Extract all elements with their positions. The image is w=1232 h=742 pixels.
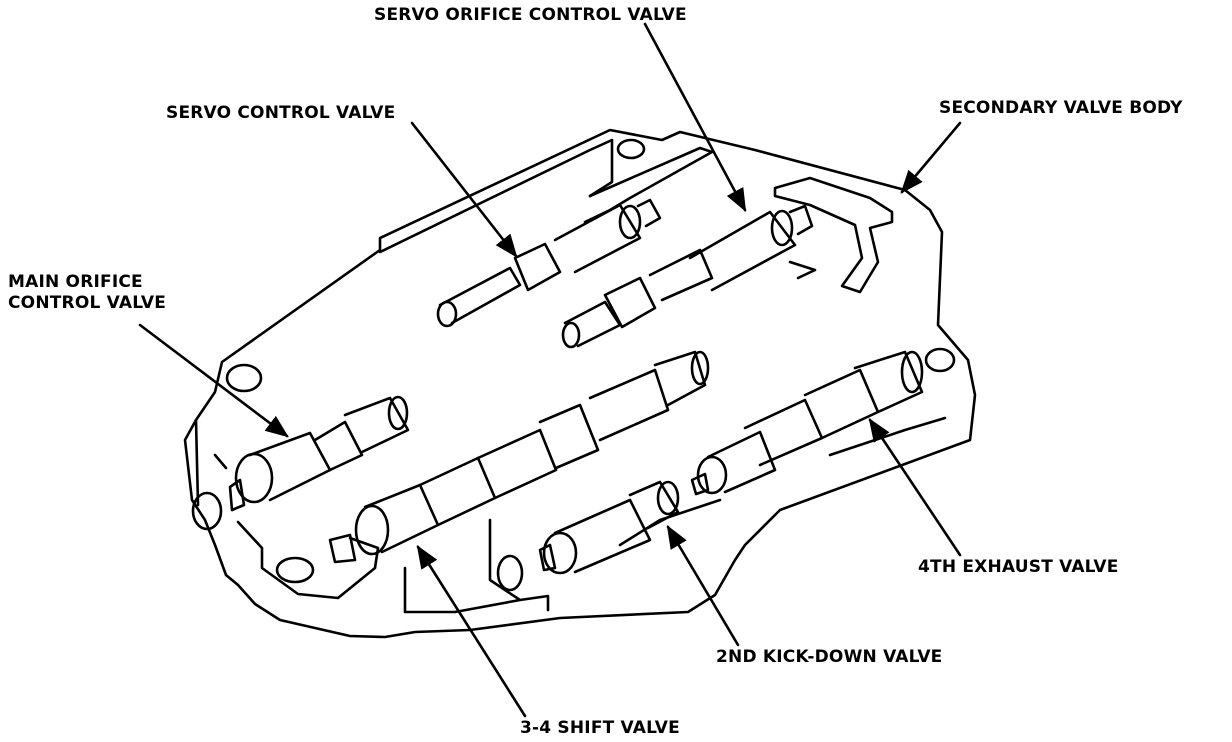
leader-line-servo-orifice: [643, 22, 747, 213]
leader-line-secondary-body: [900, 121, 962, 194]
leader-line-second-kick-down: [666, 524, 740, 647]
casting-channel: [828, 416, 947, 457]
three-four-shift-valve-spool: [328, 350, 710, 564]
bolt-hole: [275, 556, 315, 584]
valve-body-top-ridge: [378, 138, 614, 254]
main-orifice-control-valve-spool: [228, 395, 410, 512]
label-main-orifice-line1: MAIN ORIFICE: [8, 272, 143, 292]
bolt-hole: [225, 363, 263, 393]
valve-body-outline: [183, 128, 977, 639]
label-fourth-exhaust-valve: 4TH EXHAUST VALVE: [918, 557, 1119, 577]
label-main-orifice-control-valve: MAIN ORIFICE CONTROL VALVE: [8, 272, 166, 314]
casting-channel: [773, 176, 894, 294]
servo-control-valve-spool: [436, 198, 662, 328]
bolt-hole: [496, 554, 524, 592]
casting-channel: [194, 418, 228, 507]
label-three-four-shift-valve: 3-4 SHIFT VALVE: [520, 718, 680, 738]
bolt-hole: [616, 138, 646, 160]
fourth-exhaust-valve-spool: [690, 350, 924, 496]
label-servo-control-valve: SERVO CONTROL VALVE: [166, 103, 396, 123]
bolt-hole: [924, 347, 956, 373]
casting-channel: [618, 498, 722, 547]
bolt-hole: [191, 491, 223, 531]
leader-line-main-orifice: [138, 323, 289, 438]
casting-channel: [403, 518, 550, 614]
servo-orifice-control-valve-spool: [561, 204, 814, 349]
second-kick-down-valve-spool: [538, 480, 680, 575]
label-main-orifice-line2: CONTROL VALVE: [8, 293, 167, 313]
label-second-kick-down-valve: 2ND KICK-DOWN VALVE: [716, 647, 943, 667]
leader-line-three-four-shift: [416, 545, 527, 718]
leader-line-fourth-exhaust: [868, 418, 962, 557]
label-servo-orifice-control-valve: SERVO ORIFICE CONTROL VALVE: [374, 5, 687, 25]
label-secondary-valve-body: SECONDARY VALVE BODY: [939, 98, 1183, 118]
casting-channel: [583, 146, 714, 224]
casting-channel: [788, 260, 817, 280]
leader-line-servo-control: [410, 121, 518, 258]
